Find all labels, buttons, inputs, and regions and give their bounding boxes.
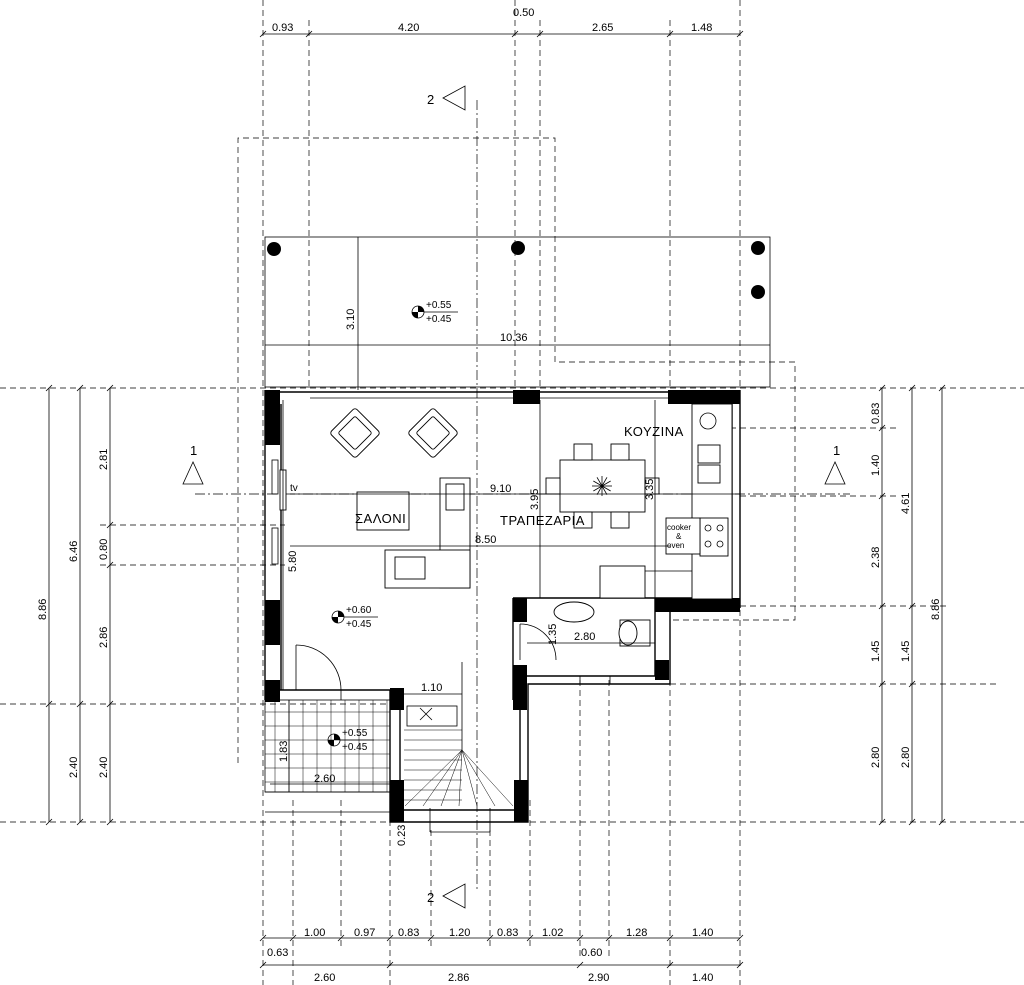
- dim-right: 2.80: [900, 747, 912, 768]
- dim-bottom: 1.40: [692, 972, 713, 984]
- dim-top: 1.48: [691, 22, 712, 34]
- section-label: 2: [427, 92, 435, 107]
- dim-inner: 8.50: [475, 534, 496, 546]
- dim-bottom: 1.40: [692, 927, 713, 939]
- section-mark-2-bottom: 2: [427, 883, 466, 909]
- dim-right: 0.83: [870, 403, 882, 424]
- dim-right: 8.86: [930, 599, 942, 620]
- dim-bottom: 1.02: [542, 927, 563, 939]
- dim-bottom: 1.00: [304, 927, 325, 939]
- dim-inner: 3.35: [644, 479, 656, 500]
- dim-inner: 1.83: [278, 741, 290, 762]
- cooker-text: oven: [667, 541, 684, 550]
- coffee-table: [356, 491, 410, 531]
- dim-inner: 2.80: [574, 631, 595, 643]
- dim-inner: 0.23: [396, 825, 408, 846]
- dim-bottom: 0.83: [497, 927, 518, 939]
- dim-inner: 3.95: [529, 489, 541, 510]
- dim-top: 2.65: [592, 22, 613, 34]
- sofa-corner: [384, 477, 471, 589]
- dim-right: 4.61: [900, 493, 912, 514]
- dim-inner: 2.60: [314, 773, 335, 785]
- section-mark-2-top: 2: [427, 85, 466, 111]
- dim-bottom: 0.63: [267, 947, 288, 959]
- dim-right: 1.45: [900, 641, 912, 662]
- level-top: +0.55: [342, 728, 368, 739]
- level-bottom: +0.45: [346, 619, 372, 630]
- dim-inner: 5.80: [287, 551, 299, 572]
- dimension-labels-right: 0.83 1.40 2.38 1.45 2.80 4.61 1.45 2.80 …: [870, 403, 942, 768]
- level-entrance: +0.55 +0.45: [327, 728, 374, 753]
- cooker-label: cooker & oven: [667, 523, 691, 550]
- staircase: [404, 662, 514, 833]
- dimension-labels-bottom: 1.00 0.97 0.83 1.20 0.83 1.02 1.28 1.40 …: [267, 927, 713, 984]
- dim-left: 0.80: [98, 539, 110, 560]
- dimension-lines: [48, 33, 943, 966]
- dim-inner: 1.35: [547, 624, 559, 645]
- dimension-labels-left: 8.86 6.46 2.40 2.81 0.80 2.86 2.40: [37, 449, 110, 778]
- kitchen-counter: [599, 403, 733, 600]
- dim-left: 2.40: [98, 757, 110, 778]
- dimension-ticks: [45, 30, 946, 969]
- entrance-porch: [264, 699, 391, 813]
- dim-bottom: 0.83: [398, 927, 419, 939]
- dim-bottom: 0.60: [581, 947, 602, 959]
- level-top: +0.60: [346, 605, 372, 616]
- level-top: +0.55: [426, 300, 452, 311]
- level-terrace: +0.55 +0.45: [411, 300, 458, 325]
- dim-top: 0.50: [513, 7, 534, 19]
- dim-bottom: 1.20: [449, 927, 470, 939]
- dim-bottom: 1.28: [626, 927, 647, 939]
- dim-left: 8.86: [37, 599, 49, 620]
- dim-right: 2.80: [870, 747, 882, 768]
- wc: [519, 601, 651, 685]
- dim-right: 1.45: [870, 641, 882, 662]
- dim-right: 1.40: [870, 455, 882, 476]
- dim-top: 0.93: [272, 22, 293, 34]
- room-label-kitchen: ΚΟΥΖΙΝΑ: [624, 424, 684, 439]
- dining-table: [545, 443, 660, 529]
- dim-inner: 10.36: [500, 332, 528, 344]
- dim-left: 2.40: [68, 757, 80, 778]
- armchair-left: [330, 408, 380, 458]
- dim-left: 2.86: [98, 627, 110, 648]
- tv-label: tv: [290, 483, 298, 494]
- dim-bottom: 2.90: [588, 972, 609, 984]
- section-label: 2: [427, 890, 435, 905]
- section-mark-1-right: 1: [824, 443, 846, 485]
- dim-bottom: 0.97: [354, 927, 375, 939]
- section-label: 1: [190, 443, 198, 458]
- level-bottom: +0.45: [426, 314, 452, 325]
- cooker-text: &: [676, 532, 682, 541]
- room-label-dining: ΤΡΑΠΕΖΑΡΙΑ: [500, 513, 585, 528]
- dim-inner: 9.10: [490, 483, 511, 495]
- dim-top: 4.20: [398, 22, 419, 34]
- left-windows: [271, 459, 279, 565]
- room-label-living: ΣΑΛΟΝΙ: [355, 511, 406, 526]
- dim-inner: 3.10: [345, 309, 357, 330]
- cooker-text: cooker: [667, 523, 691, 532]
- dim-right: 2.38: [870, 547, 882, 568]
- dim-left: 2.81: [98, 449, 110, 470]
- section-label: 1: [833, 443, 841, 458]
- dimension-labels-inner: 3.10 10.36 9.10 3.95 3.35 5.80 8.50 2.80…: [278, 309, 656, 846]
- armchair-right: [408, 408, 458, 458]
- terrace: [264, 236, 771, 390]
- section-mark-1-left: 1: [182, 443, 204, 485]
- level-living: +0.60 +0.45: [331, 605, 378, 630]
- walls: [264, 390, 741, 823]
- dim-bottom: 2.86: [448, 972, 469, 984]
- dimension-labels-top: 0.93 4.20 0.50 2.65 1.48: [272, 7, 712, 34]
- dim-bottom: 2.60: [314, 972, 335, 984]
- level-bottom: +0.45: [342, 742, 368, 753]
- dim-inner: 1.10: [421, 682, 442, 694]
- entrance-door: [295, 644, 342, 700]
- dim-left: 6.46: [68, 541, 80, 562]
